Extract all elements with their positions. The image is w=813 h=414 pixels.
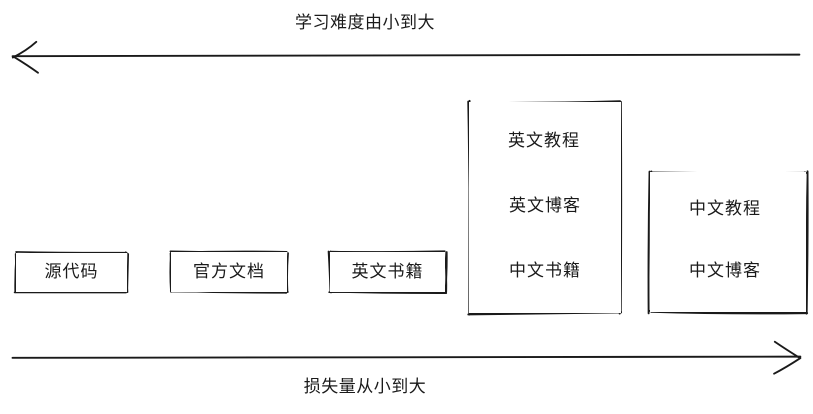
node-chinese-books[interactable]: 中文书籍 — [489, 252, 601, 291]
node-english-blog[interactable]: 英文博客 — [489, 187, 601, 225]
node-label-source-code: 源代码 — [44, 262, 99, 282]
node-label-chinese-tutorial: 中文教程 — [689, 199, 761, 219]
node-official-docs[interactable]: 官方文档 — [171, 252, 287, 292]
node-chinese-blog[interactable]: 中文博客 — [668, 252, 782, 291]
node-label-chinese-books: 中文书籍 — [509, 261, 581, 281]
node-english-tutorial[interactable]: 英文教程 — [488, 122, 600, 160]
node-english-books[interactable]: 英文书籍 — [330, 252, 445, 292]
node-label-english-tutorial: 英文教程 — [508, 130, 580, 151]
node-chinese-tutorial[interactable]: 中文教程 — [668, 190, 782, 229]
node-label-chinese-blog: 中文博客 — [689, 261, 761, 281]
node-label-english-books: 英文书籍 — [351, 261, 424, 282]
loss-axis-label: 损失量从小到大 — [303, 377, 427, 397]
node-label-english-blog: 英文博客 — [509, 195, 581, 216]
node-label-official-docs: 官方文档 — [193, 261, 265, 282]
difficulty-axis-label: 学习难度由小到大 — [295, 13, 435, 33]
node-source-code[interactable]: 源代码 — [16, 253, 127, 292]
